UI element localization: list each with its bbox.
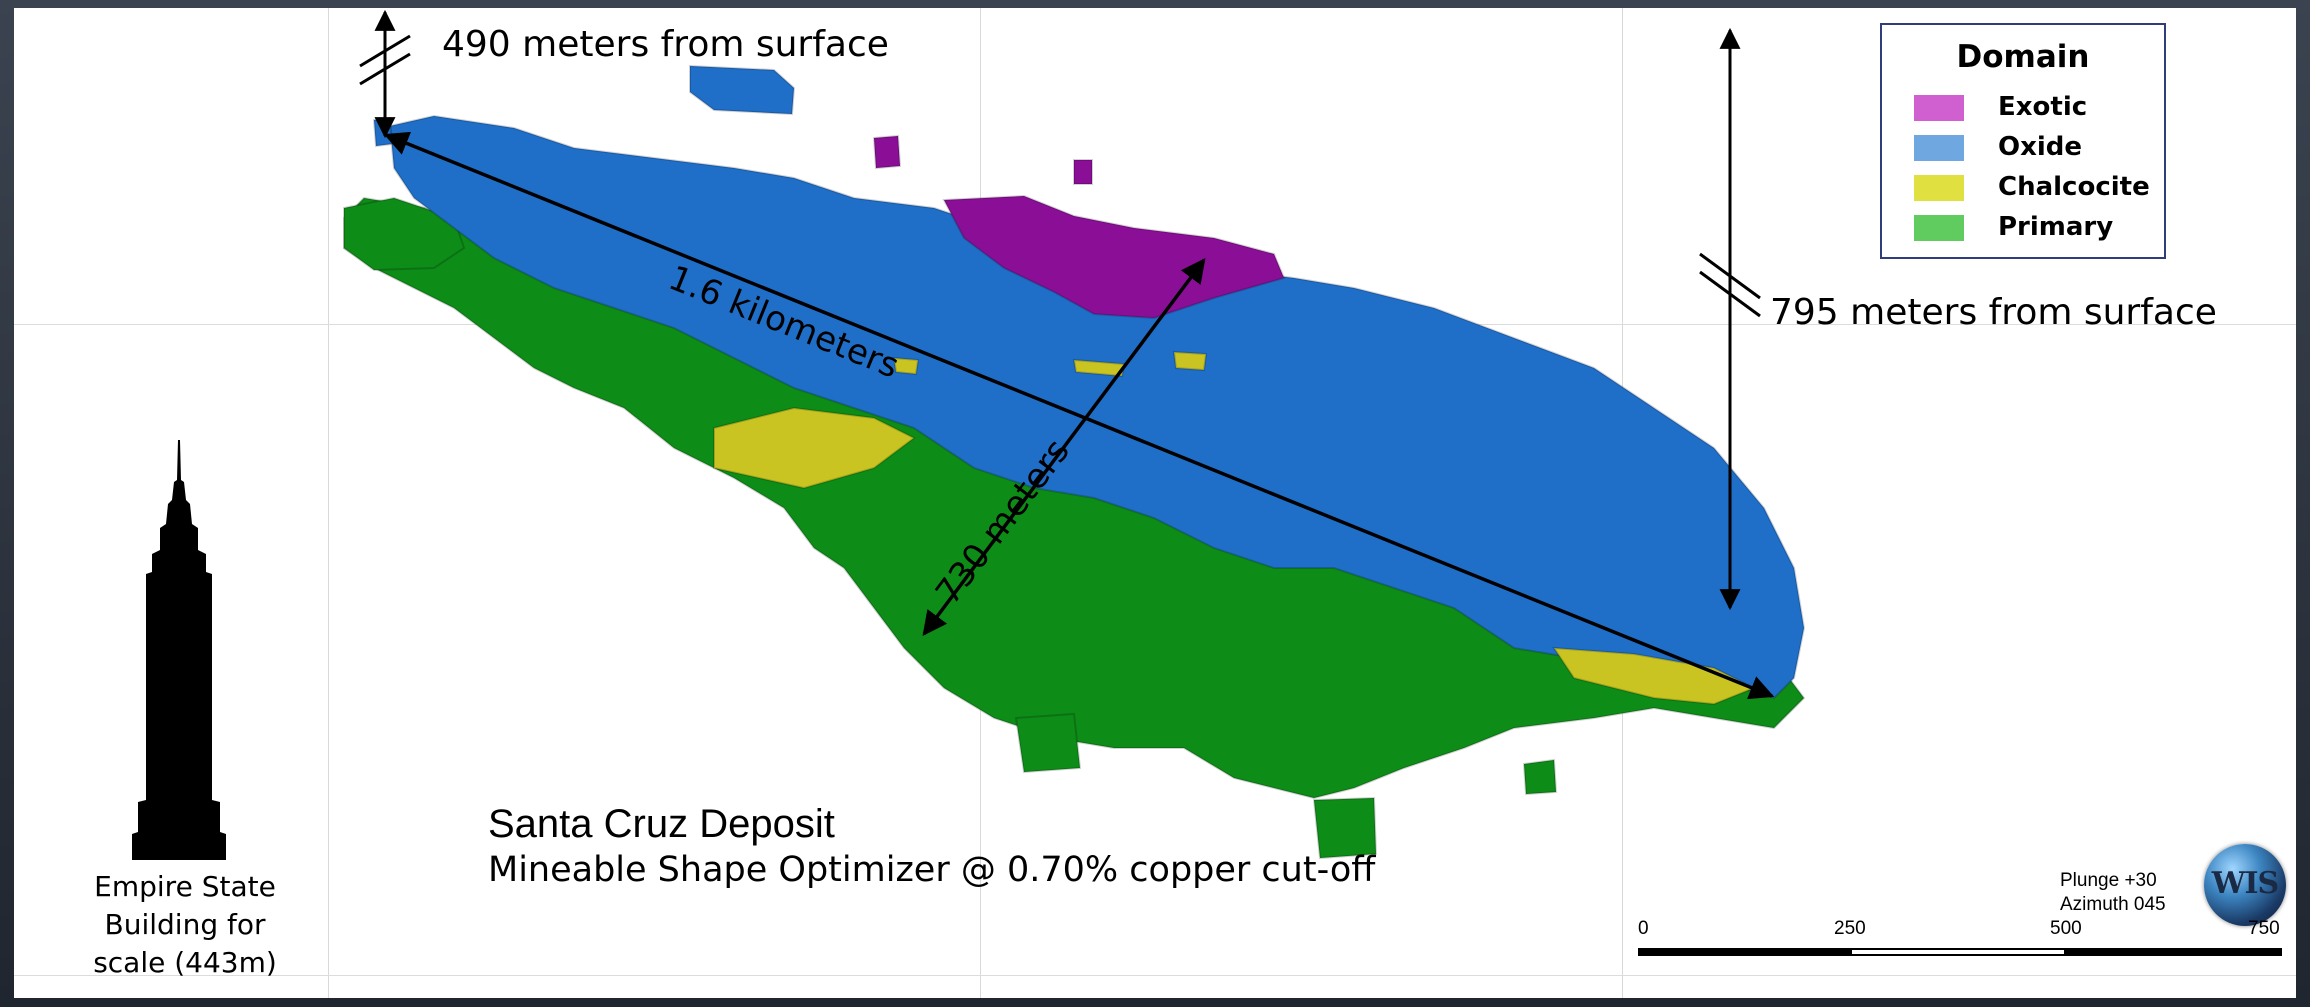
scale-tick-label: 500	[2050, 918, 2082, 939]
legend-swatch-chalcocite	[1914, 175, 1964, 201]
legend-swatch-oxide	[1914, 135, 1964, 161]
deposit-title: Santa Cruz Deposit	[488, 802, 835, 846]
scale-bar-segment	[2066, 948, 2282, 956]
depth-break-mark	[1699, 252, 1761, 300]
plunge-label: Plunge +30	[2060, 870, 2157, 891]
legend-label-oxide: Oxide	[1998, 132, 2083, 162]
legend-swatch-exotic	[1914, 95, 1964, 121]
scale-tick-label: 0	[1638, 918, 1649, 939]
domain-legend: Domain Exotic Oxide Chalcocite Primary	[1880, 23, 2166, 259]
legend-title: Domain	[1956, 39, 2090, 75]
legend-label-exotic: Exotic	[1998, 92, 2088, 122]
azimuth-label: Azimuth 045	[2060, 894, 2166, 915]
primary-outlier-2	[1312, 796, 1378, 860]
primary-outlier-3	[1522, 758, 1558, 796]
legend-label-chalcocite: Chalcocite	[1998, 172, 2150, 202]
depth-break-mark	[359, 34, 411, 68]
primary-outlier-1	[1014, 712, 1082, 774]
grid-line	[328, 8, 329, 998]
scale-reference-line: Building for	[104, 908, 266, 941]
legend-swatch-primary	[1914, 215, 1964, 241]
globe-logo-text: WIS	[2211, 866, 2279, 901]
oxide-floating-block	[689, 64, 796, 116]
orientation-globe-icon[interactable]: WIS	[2204, 844, 2286, 926]
legend-label-primary: Primary	[1998, 212, 2114, 242]
model-viewport[interactable]: 490 meters from surface 795 meters from …	[14, 8, 2296, 998]
grid-line	[14, 975, 2296, 976]
top-left-depth-label: 490 meters from surface	[442, 24, 889, 65]
dimension-arrows	[359, 9, 1775, 700]
scale-bar-segment	[1850, 948, 2066, 956]
scale-tick-label: 750	[2248, 918, 2280, 939]
right-depth-label: 795 meters from surface	[1770, 292, 2217, 333]
scale-reference-caption: Empire State Building for scale (443m)	[70, 868, 300, 982]
scale-reference-line: scale (443m)	[93, 946, 277, 979]
scale-bar-segment	[1638, 948, 1850, 956]
length-arrow	[383, 131, 1775, 700]
depth-break-mark	[1699, 270, 1761, 318]
empire-state-building-icon	[132, 440, 226, 860]
width-arrow	[922, 258, 1206, 636]
scale-tick-label: 250	[1834, 918, 1866, 939]
scale-reference-line: Empire State	[94, 870, 276, 903]
depth-break-mark	[359, 52, 411, 86]
deposit-subtitle: Mineable Shape Optimizer @ 0.70% copper …	[488, 850, 1376, 890]
